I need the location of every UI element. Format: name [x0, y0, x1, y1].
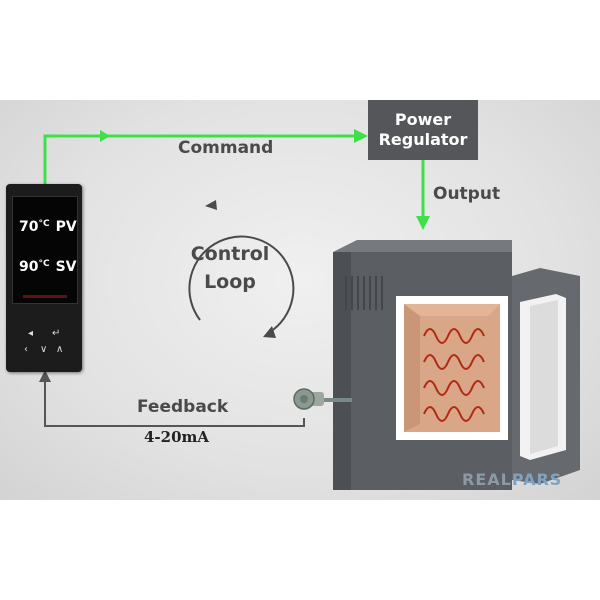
- output-arrow-head: [416, 216, 430, 230]
- loop-circle-arrow: [188, 235, 295, 333]
- command-arrow-head-1: [100, 130, 110, 142]
- command-label: Command: [178, 138, 274, 158]
- logo-part-2: PARS: [511, 470, 563, 489]
- feedback-line: [44, 378, 305, 427]
- pv-value: 70: [19, 219, 39, 235]
- control-loop-diagram: Command Output Feedback 4-20mA Control L…: [0, 100, 600, 500]
- loop-arrow-head-2: [205, 200, 217, 210]
- sv-readout: 90°C SV: [19, 259, 77, 275]
- pv-unit: °C: [38, 219, 50, 229]
- controller-button-up[interactable]: ∧: [56, 344, 64, 355]
- controller-button-menu[interactable]: ◂: [28, 328, 34, 339]
- display-bar: [23, 295, 67, 298]
- thermocouple-sensor: [293, 388, 352, 410]
- controller-button-down[interactable]: ∨: [40, 344, 48, 355]
- realpars-logo: REALPARS: [462, 470, 562, 489]
- power-regulator-line-1: Power: [394, 110, 452, 129]
- furnace: [333, 240, 580, 490]
- control-loop-line-1: Control: [190, 243, 270, 265]
- diagram-drawing: [39, 129, 580, 490]
- controller-button-enter[interactable]: ↵: [52, 328, 61, 339]
- control-loop-label: Control Loop: [180, 240, 280, 296]
- power-regulator-box: Power Regulator: [368, 100, 478, 160]
- command-line: [43, 134, 358, 184]
- sv-unit: °C: [38, 259, 50, 269]
- sv-value: 90: [19, 259, 39, 275]
- pv-tag: PV: [55, 219, 77, 235]
- feedback-arrow-head: [39, 370, 51, 382]
- feedback-label: Feedback: [137, 397, 229, 417]
- sv-tag: SV: [55, 259, 77, 275]
- pv-readout: 70°C PV: [19, 219, 77, 235]
- heater-coils: [423, 328, 485, 422]
- signal-label: 4-20mA: [144, 428, 210, 446]
- logo-part-1: REAL: [462, 470, 512, 489]
- loop-arrow-head-1: [263, 326, 276, 338]
- controller-button-back[interactable]: ‹: [24, 344, 28, 355]
- command-arrow-head-2: [354, 129, 368, 143]
- output-label: Output: [433, 184, 501, 204]
- control-loop-line-2: Loop: [204, 271, 256, 293]
- power-regulator-line-2: Regulator: [378, 130, 468, 149]
